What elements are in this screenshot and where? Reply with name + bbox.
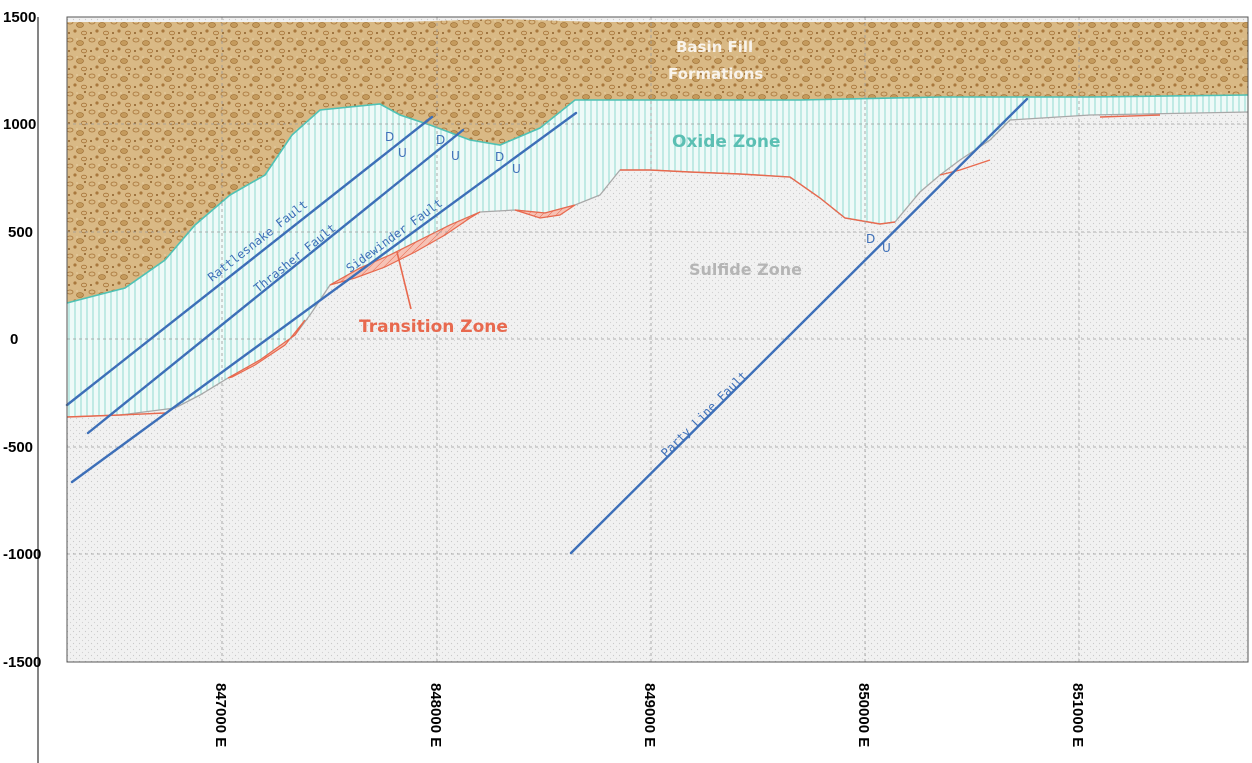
transition-sliver-dip — [514, 204, 576, 219]
rattlesnake-up-marker: U — [398, 146, 407, 160]
x-tick-851000: 851000 E — [1069, 683, 1086, 747]
transition-line-right — [939, 114, 1161, 176]
party-line-up-marker: U — [882, 241, 891, 255]
basin-fill-label-line2: Formations — [668, 65, 763, 83]
transition-line-plateau — [620, 169, 896, 225]
basin-fill-label-line1: Basin Fill — [676, 38, 753, 56]
transition-line-base-left — [66, 412, 166, 418]
rattlesnake-fault-line — [65, 115, 434, 407]
oxide-zone-label: Oxide Zone — [672, 132, 781, 152]
transition-zone-label: Transition Zone — [359, 317, 508, 337]
x-tick-848000: 848000 E — [427, 683, 444, 747]
y-tick-minus-1000: -1000 — [3, 546, 41, 563]
grid-lines — [67, 17, 1248, 662]
oxide-top-boundary — [66, 94, 1249, 304]
y-tick-500: 500 — [8, 224, 33, 241]
basin-fill-area — [67, 19, 1248, 303]
party-line-down-marker: D — [866, 232, 875, 246]
transition-zone-pointer — [396, 251, 412, 310]
y-tick-minus-1500: -1500 — [3, 654, 41, 671]
sidewinder-down-marker: D — [495, 150, 504, 164]
transition-sliver-lower-left — [227, 319, 306, 379]
rattlesnake-down-marker: D — [385, 130, 394, 144]
y-tick-0: 0 — [10, 331, 18, 348]
x-tick-847000: 847000 E — [212, 683, 229, 747]
thrasher-fault-line — [86, 128, 465, 435]
y-axis-ticks: 1500 1000 500 0 -500 -1000 -1500 — [3, 9, 41, 671]
y-tick-1000: 1000 — [3, 116, 36, 133]
oxide-zone-area — [67, 95, 1248, 417]
x-tick-849000: 849000 E — [641, 683, 658, 747]
sidewinder-fault-line — [70, 111, 578, 484]
x-axis-ticks: 847000 E 848000 E 849000 E 850000 E 8510… — [212, 683, 1086, 747]
y-tick-1500: 1500 — [3, 9, 36, 26]
sulfide-zone-label: Sulfide Zone — [689, 260, 802, 279]
y-tick-minus-500: -500 — [3, 439, 33, 456]
sidewinder-up-marker: U — [512, 162, 521, 176]
plot-frame — [66, 16, 1249, 663]
thrasher-up-marker: U — [451, 149, 460, 163]
party-line-fault-line — [569, 97, 1029, 555]
thrasher-down-marker: D — [436, 133, 445, 147]
x-tick-850000: 850000 E — [855, 683, 872, 747]
faults — [65, 97, 1029, 555]
